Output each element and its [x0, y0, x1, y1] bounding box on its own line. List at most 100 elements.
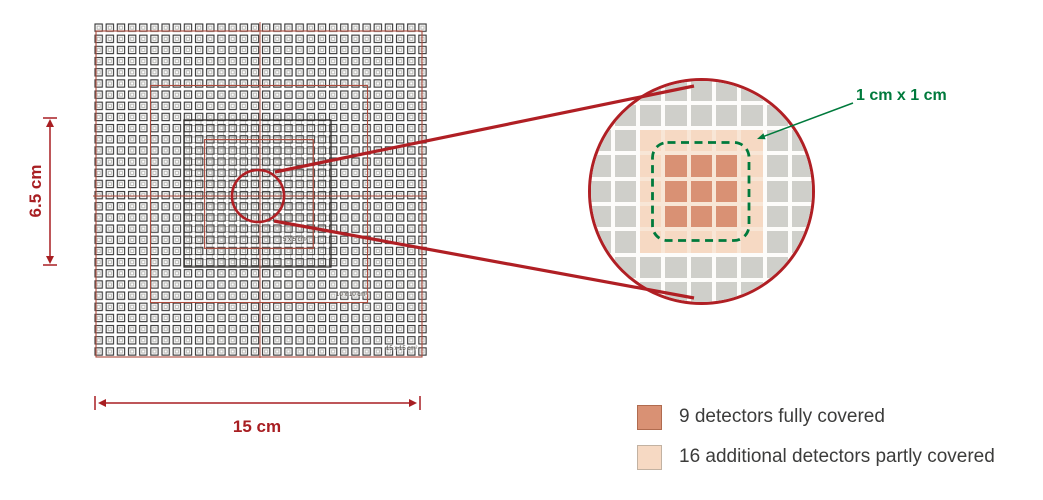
- detector-cell: [792, 206, 812, 228]
- detector-cell: [716, 104, 738, 127]
- partly-covered-label: 16 additional detectors partly covered: [679, 446, 995, 467]
- field-5x5-outline: [204, 139, 314, 249]
- detector-cell: [690, 180, 712, 202]
- detector-cell: [690, 282, 712, 302]
- detector-cell: [741, 130, 763, 152]
- detector-cell: [614, 104, 637, 127]
- detector-cell: [741, 282, 763, 302]
- detector-cell: [665, 130, 687, 152]
- field-10x10-label: 10 x 10 cm²: [336, 292, 368, 298]
- detector-cell: [614, 180, 637, 202]
- detector-cell: [690, 231, 712, 253]
- detector-cell: [640, 180, 662, 202]
- detector-cell: [792, 231, 812, 253]
- detector-cell: [766, 231, 788, 253]
- detector-cell: [716, 180, 738, 202]
- detector-cell: [665, 104, 687, 127]
- one-cm-label: 1 cm x 1 cm: [856, 87, 947, 104]
- height-dimension-label: 6.5 cm: [26, 164, 45, 218]
- legend-row-partly-covered: 16 additional detectors partly covered: [637, 444, 995, 470]
- detector-cell: [766, 104, 788, 127]
- detector-cell: [716, 130, 738, 152]
- width-dimension-label: 15 cm: [232, 417, 282, 436]
- detector-cell: [614, 206, 637, 228]
- detector-cell: [766, 130, 788, 152]
- legend: 9 detectors fully covered 16 additional …: [637, 404, 995, 484]
- detector-cell: [741, 81, 763, 101]
- detector-cell: [640, 282, 662, 302]
- detector-cell: [792, 180, 812, 202]
- detector-cell: [690, 130, 712, 152]
- detector-cell: [690, 206, 712, 228]
- magnifier-circle: [588, 78, 815, 305]
- detector-cell: [640, 81, 662, 101]
- detector-cell: [792, 256, 812, 278]
- detector-cell: [792, 104, 812, 127]
- detector-cell: [665, 81, 687, 101]
- detector-cell: [665, 282, 687, 302]
- detector-cell: [591, 180, 611, 202]
- field-15x15-outline: [95, 30, 423, 358]
- legend-row-fully-covered: 9 detectors fully covered: [637, 404, 995, 430]
- width-dimension-arrow: [94, 396, 421, 410]
- detector-cell: [665, 180, 687, 202]
- detector-cell: [716, 81, 738, 101]
- detector-cell: [640, 155, 662, 177]
- detector-cell: [591, 81, 611, 101]
- detector-cell: [716, 231, 738, 253]
- detector-cell: [690, 256, 712, 278]
- fine-pitch-region: [183, 119, 332, 268]
- detector-cell: [690, 81, 712, 101]
- magnified-area-circle: [230, 168, 286, 224]
- detector-cell: [614, 256, 637, 278]
- detector-cell: [766, 180, 788, 202]
- fully-covered-swatch: [637, 404, 662, 430]
- detector-cell: [614, 282, 637, 302]
- detector-cell: [640, 206, 662, 228]
- detector-cell: [665, 206, 687, 228]
- detector-cell: [741, 104, 763, 127]
- detector-cell: [614, 155, 637, 177]
- detector-cell: [591, 155, 611, 177]
- detector-cell: [716, 206, 738, 228]
- field-5x5-label: 5 x 5 cm²: [283, 237, 308, 243]
- field-10x10-outline: [149, 84, 369, 304]
- detector-array-grid: [93, 22, 427, 358]
- detector-cell: [591, 231, 611, 253]
- detector-cell: [640, 256, 662, 278]
- detector-cell: [591, 130, 611, 152]
- fully-covered-label: 9 detectors fully covered: [679, 406, 885, 427]
- detector-cell: [792, 155, 812, 177]
- magnifier-grid: [591, 81, 812, 302]
- detector-cell: [716, 256, 738, 278]
- detector-cell: [741, 206, 763, 228]
- detector-cell: [665, 231, 687, 253]
- detector-cell: [741, 180, 763, 202]
- detector-cell: [665, 256, 687, 278]
- detector-cell: [716, 282, 738, 302]
- detector-cell: [591, 256, 611, 278]
- detector-cell: [716, 155, 738, 177]
- detector-cell: [614, 231, 637, 253]
- detector-cell: [766, 256, 788, 278]
- detector-cell: [766, 282, 788, 302]
- detector-cell: [792, 282, 812, 302]
- detector-cell: [690, 155, 712, 177]
- detector-cell: [640, 104, 662, 127]
- detector-cell: [741, 231, 763, 253]
- detector-cell: [591, 282, 611, 302]
- field-15x15-label: 15 x 15 cm²: [386, 346, 418, 352]
- detector-cell: [741, 155, 763, 177]
- detector-cell: [614, 130, 637, 152]
- detector-cell: [690, 104, 712, 127]
- detector-cell: [591, 104, 611, 127]
- detector-cell: [640, 130, 662, 152]
- detector-cell: [614, 81, 637, 101]
- detector-cell: [766, 155, 788, 177]
- detector-cell: [766, 206, 788, 228]
- detector-cell: [766, 81, 788, 101]
- detector-cell: [591, 206, 611, 228]
- detector-cell: [741, 256, 763, 278]
- partly-covered-swatch: [637, 444, 662, 470]
- detector-cell: [640, 231, 662, 253]
